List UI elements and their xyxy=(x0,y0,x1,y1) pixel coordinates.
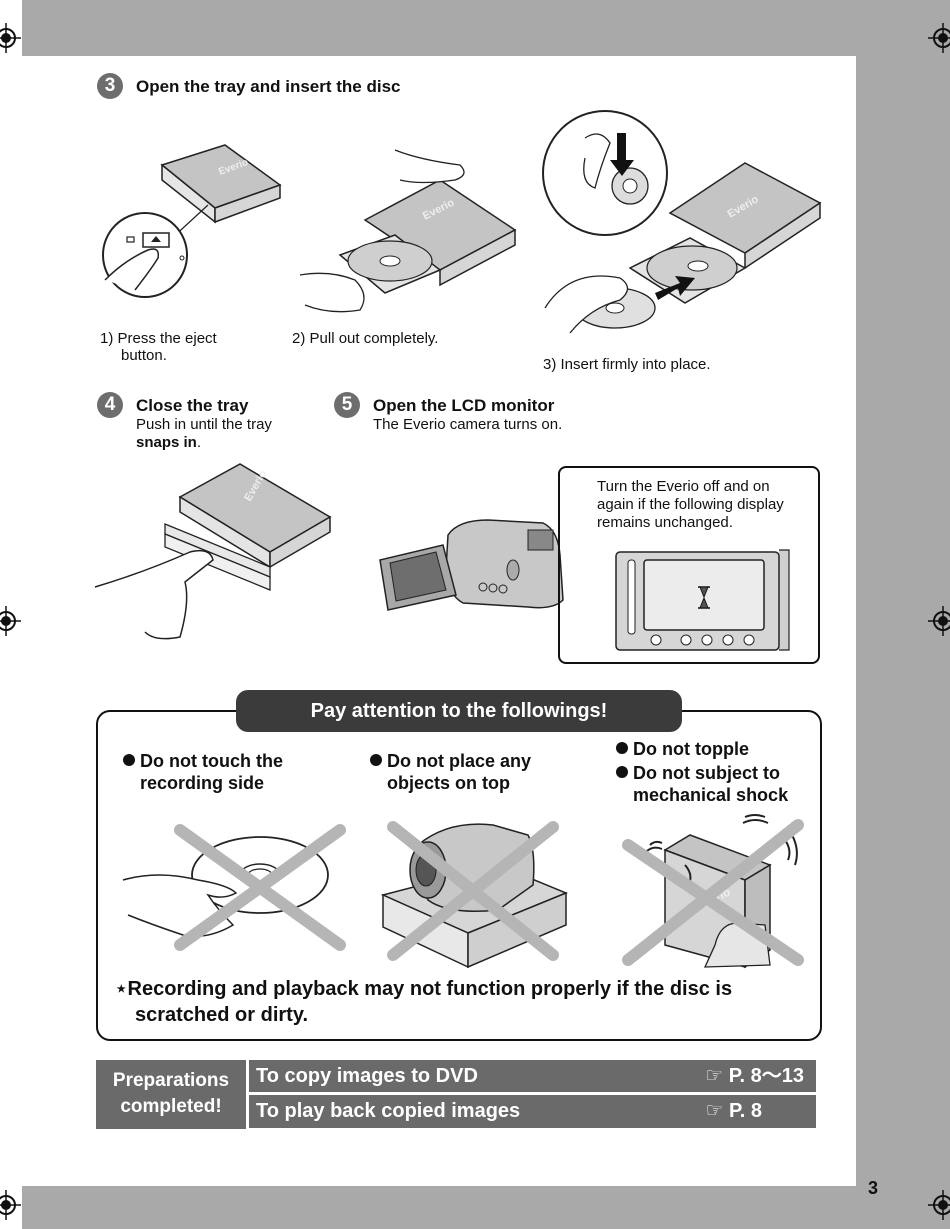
page-number: 3 xyxy=(868,1178,879,1198)
notice-box xyxy=(558,466,820,664)
step-4-number: 4 xyxy=(97,392,123,418)
prohibited-cross-icon xyxy=(622,819,804,966)
bullet-dot xyxy=(123,754,135,766)
close-tray-illustration: Everio xyxy=(94,463,332,640)
registration-mark-icon xyxy=(0,23,21,53)
step-5-number: 5 xyxy=(334,392,360,418)
press-eject-illustration: Everio xyxy=(102,144,282,298)
bottom-band xyxy=(22,1186,856,1229)
scratch-note: ⋆Recording and playback may not function… xyxy=(115,978,733,1026)
registration-mark-icon xyxy=(928,23,950,53)
camera-lcd-open-illustration xyxy=(379,519,564,611)
row-play-back-copied-images[interactable]: To play back copied images ☞ P. 8 xyxy=(249,1095,816,1128)
preparations-completed-label: Preparations completed! xyxy=(96,1060,246,1129)
page-ref-link[interactable]: ☞ P. 8 xyxy=(705,1100,762,1122)
sub-step-2: 2) Pull out completely. xyxy=(292,330,439,347)
bullet-do-not-shock: Do not subject to mechanical shock xyxy=(616,762,788,806)
lcd-display-illustration xyxy=(615,549,790,651)
row-copy-images-to-dvd[interactable]: To copy images to DVD ☞ P. 8～13 xyxy=(249,1060,816,1092)
step-3-number: 3 xyxy=(97,73,123,99)
page-ref-link[interactable]: ☞ P. 8～13 xyxy=(705,1065,804,1087)
insert-disc-illustration: Everio xyxy=(542,110,822,334)
step-3-title: Open the tray and insert the disc xyxy=(136,77,401,96)
star-icon: ⋆ xyxy=(115,978,128,1000)
right-band xyxy=(856,56,950,1229)
step-4-description: Push in until the tray snaps in. xyxy=(136,416,272,451)
pull-out-tray-illustration: Everio xyxy=(299,149,517,313)
registration-mark-icon xyxy=(0,606,21,636)
notice-text: Turn the Everio off and on again if the … xyxy=(597,478,784,531)
step-5-description: The Everio camera turns on. xyxy=(373,416,563,433)
object-on-top-prohibited-illustration xyxy=(380,821,568,969)
topple-shock-prohibited-illustration: Everio xyxy=(622,814,804,969)
bullet-do-not-place: Do not place any objects on top xyxy=(370,750,531,794)
bullet-dot xyxy=(616,766,628,778)
hourglass-icon xyxy=(698,586,710,609)
sub-step-1: 1) Press the eject button. xyxy=(100,330,217,364)
top-band xyxy=(22,0,950,56)
bullet-dot xyxy=(370,754,382,766)
step-5-title: Open the LCD monitor xyxy=(373,396,555,415)
registration-mark-icon xyxy=(928,1190,950,1220)
step-4-title: Close the tray xyxy=(136,396,249,415)
bullet-do-not-touch: Do not touch the recording side xyxy=(123,750,283,794)
disc-touch-prohibited-illustration xyxy=(122,824,346,951)
bullet-dot xyxy=(616,742,628,754)
bullet-do-not-topple: Do not topple xyxy=(616,738,749,760)
sub-step-3: 3) Insert firmly into place. xyxy=(543,356,711,373)
registration-mark-icon xyxy=(928,606,950,636)
attention-banner: Pay attention to the followings! xyxy=(236,690,682,732)
registration-mark-icon xyxy=(0,1190,21,1220)
